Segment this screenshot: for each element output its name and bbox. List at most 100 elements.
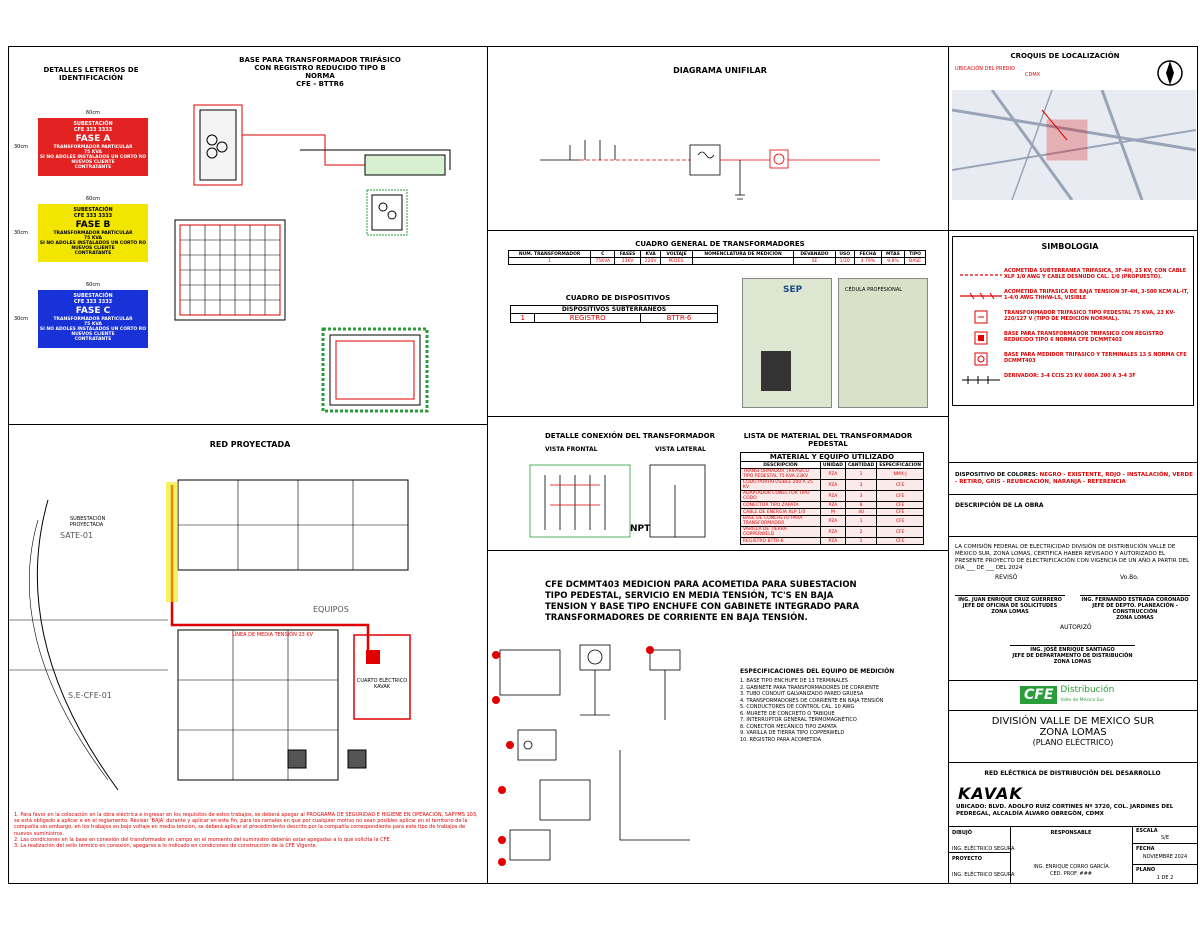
divider-center-mid <box>487 416 949 417</box>
aprobacion-vobo: Vo.Bo. <box>1120 574 1139 581</box>
signature-2-name: ING. FERNANDO ESTRADA CORONADO <box>1081 597 1189 603</box>
colores-text: NEGRO - EXISTENTE, ROJO - INSTALACIÓN, V… <box>955 472 1193 485</box>
divider-right-3 <box>948 494 1198 495</box>
red-note-2: 2. Las condiciones en la base en conexió… <box>14 836 392 843</box>
phase-line2: 75 KVA <box>84 322 102 327</box>
aprobacion-reviso: REVISÓ <box>995 574 1018 581</box>
base-title: BASE PARA TRANSFORMADOR TRIFÁSICO CON RE… <box>220 56 420 88</box>
id-card-front: SEP <box>742 278 832 408</box>
phase-name: FASE B <box>75 220 111 230</box>
red-label-sate: SATE-01 <box>60 531 93 540</box>
legend-item: ACOMETIDA TRIFASICA DE BAJA TENSION 3F-4… <box>958 289 1190 303</box>
divider-center <box>487 46 488 884</box>
red-sub-label: SUBESTACIÓN PROYECTADA <box>70 516 106 528</box>
division-block: DIVISIÓN VALLE DE MEXICO SUR ZONA LOMAS … <box>952 716 1194 748</box>
material-cell: 8 <box>844 501 878 509</box>
trans-cell: BASE <box>904 257 926 265</box>
trans-header: C <box>590 250 616 258</box>
material-cell: PZA <box>819 515 846 527</box>
tb-plano-v: 1 DE 2 <box>1156 875 1174 881</box>
medicion-note: 2. GABINETE PARA TRANSFORMADORES DE CORR… <box>740 684 880 691</box>
material-cell: ADAPTADOR CONECTOR TIPO CODO <box>740 490 821 502</box>
material-cell: VARILLA DE TIERRA COPPERWELD <box>740 526 821 538</box>
medicion-note: 7. INTERRUPTOR GENERAL TERMOMAGNÉTICO <box>740 717 857 723</box>
tb-divider-3 <box>948 852 1010 853</box>
dispositivos-table: DISPOSITIVOS SUBTERRÁNEOS 1 REGISTRO BTT… <box>509 305 719 323</box>
red-note-3: 3. La realización del sello térmico en c… <box>14 843 318 850</box>
signature-3-zone: ZONA LOMAS <box>1053 659 1092 665</box>
croquis-label-2: CDMX <box>1025 72 1041 78</box>
trans-header: NOMENCLATURA DE MEDICIÓN <box>691 250 795 258</box>
legend-item: BASE PARA MEDIDOR TRIFASICO Y TERMINALES… <box>958 352 1190 366</box>
divider-center-top <box>487 230 949 231</box>
material-cell: PZA <box>819 537 846 545</box>
material-title-l2: PEDESTAL <box>808 440 848 448</box>
transformadores-title: CUADRO GENERAL DE TRANSFORMADORES <box>635 240 805 248</box>
phase-line4: CONTRATANTE <box>74 251 112 256</box>
material-cell: 1 <box>844 537 878 545</box>
material-header: UNIDAD <box>819 461 846 469</box>
red-acometida-label: LÍNEA DE MEDIA TENSIÓN 23 KV <box>232 632 314 638</box>
material-cell: PZA <box>819 490 846 502</box>
trans-cell: 9.8% <box>880 257 906 265</box>
trans-cell: - <box>691 257 795 265</box>
red-note-1: 1. Para favor en la colocación en la obr… <box>14 812 478 837</box>
dispositivos-norm: BTTR-6 <box>639 313 719 323</box>
tb-resp-name: ING. ENRIQUE CORRO GARCÍA <box>1033 864 1109 870</box>
material-cell: 1 <box>844 468 878 480</box>
divider-right <box>948 46 949 884</box>
material-cell: CFE <box>876 526 924 538</box>
signature-3-name: ING. JOSÉ ENRIQUE SANTIAGO <box>1030 647 1115 653</box>
legend-transformer-icon <box>974 310 988 324</box>
tb-divider-1 <box>1010 826 1011 884</box>
tb-escala: ESCALA <box>1136 828 1158 834</box>
material-cell: CFE <box>876 490 924 502</box>
medicion-note: 9. VARILLA DE TIERRA TIPO COPPERWELD <box>740 730 845 736</box>
phase-sub: SUBESTACIÓN <box>73 293 113 299</box>
trans-cell: 220V <box>639 257 662 265</box>
red-electrica-address: UBICADO: BLVD. ADOLFO RUIZ CORTINES Nº 3… <box>956 804 1174 817</box>
phase-sub: SUBESTACIÓN <box>73 207 113 213</box>
cfe-dist-1: Distribución <box>1060 684 1115 695</box>
phase-line2: 75 KVA <box>84 150 102 155</box>
trans-cell: SE <box>793 257 836 265</box>
material-cell: REGISTRO BTTR-6 <box>740 537 821 545</box>
material-cell: PZA <box>819 468 846 480</box>
base-section-drawings <box>174 104 451 413</box>
signature-1-role: JEFE DE OFICINA DE SOLICITUDES <box>962 603 1058 609</box>
tb-resp-ced: CED. PROF. ### <box>1050 871 1092 877</box>
base-title-l4: CFE - BTTR6 <box>296 80 344 88</box>
legend-item: TRANSFORMADOR TRIFASICO TIPO PEDESTAL 75… <box>958 310 1190 324</box>
medicion-note: 8. CONECTOR MECÁNICO TIPO ZAPATA <box>740 723 837 730</box>
phase-line3: SI NO ADOLES INSTALADOS UN CORTO RO NUEV… <box>39 155 147 165</box>
id-photo <box>761 351 791 391</box>
conexion-title: DETALLE CONEXIÓN DEL TRANSFORMADOR <box>545 432 715 440</box>
trans-cell: 1 <box>507 257 592 265</box>
id-card-back: CÉDULA PROFESIONAL <box>838 278 928 408</box>
material-header: DESCRIPCIÓN <box>740 461 821 469</box>
phase-line4: CONTRATANTE <box>74 337 112 342</box>
medicion-drawing <box>492 644 690 866</box>
phase-dimension-side: 30cm <box>14 316 28 322</box>
trans-header: NÚM. TRANSFORMADOR <box>507 250 592 258</box>
material-cell: CODO PORTAFUSIBLE 200 A 25 KV <box>740 479 821 491</box>
division-l2: ZONA LOMAS <box>1039 727 1107 738</box>
base-title-l3: NORMA <box>305 72 335 80</box>
dispositivos-title: CUADRO DE DISPOSITIVOS <box>565 294 671 302</box>
phase-dimension: 60cm <box>86 110 100 116</box>
red-title: RED PROYECTADA <box>209 440 291 449</box>
phase-line2: 75 KVA <box>84 236 102 241</box>
unifilar-title: DIAGRAMA UNIFILAR <box>673 66 767 75</box>
material-cell: 3 <box>844 479 878 491</box>
material-cell: BASE DE CONCRETO PARA TRANSFORMADOR <box>740 515 821 527</box>
division-l3: (PLANO ELÉCTRICO) <box>1032 738 1114 747</box>
legend-text: ACOMETIDA TRIFASICA DE BAJA TENSION 3F-4… <box>1004 289 1189 301</box>
location-map <box>952 90 1196 200</box>
red-label-secfe: S.E-CFE-01 <box>68 691 112 700</box>
medicion-note: 1. BASE TIPO ENCHUFE DE 13 TERMINALES <box>740 678 848 684</box>
